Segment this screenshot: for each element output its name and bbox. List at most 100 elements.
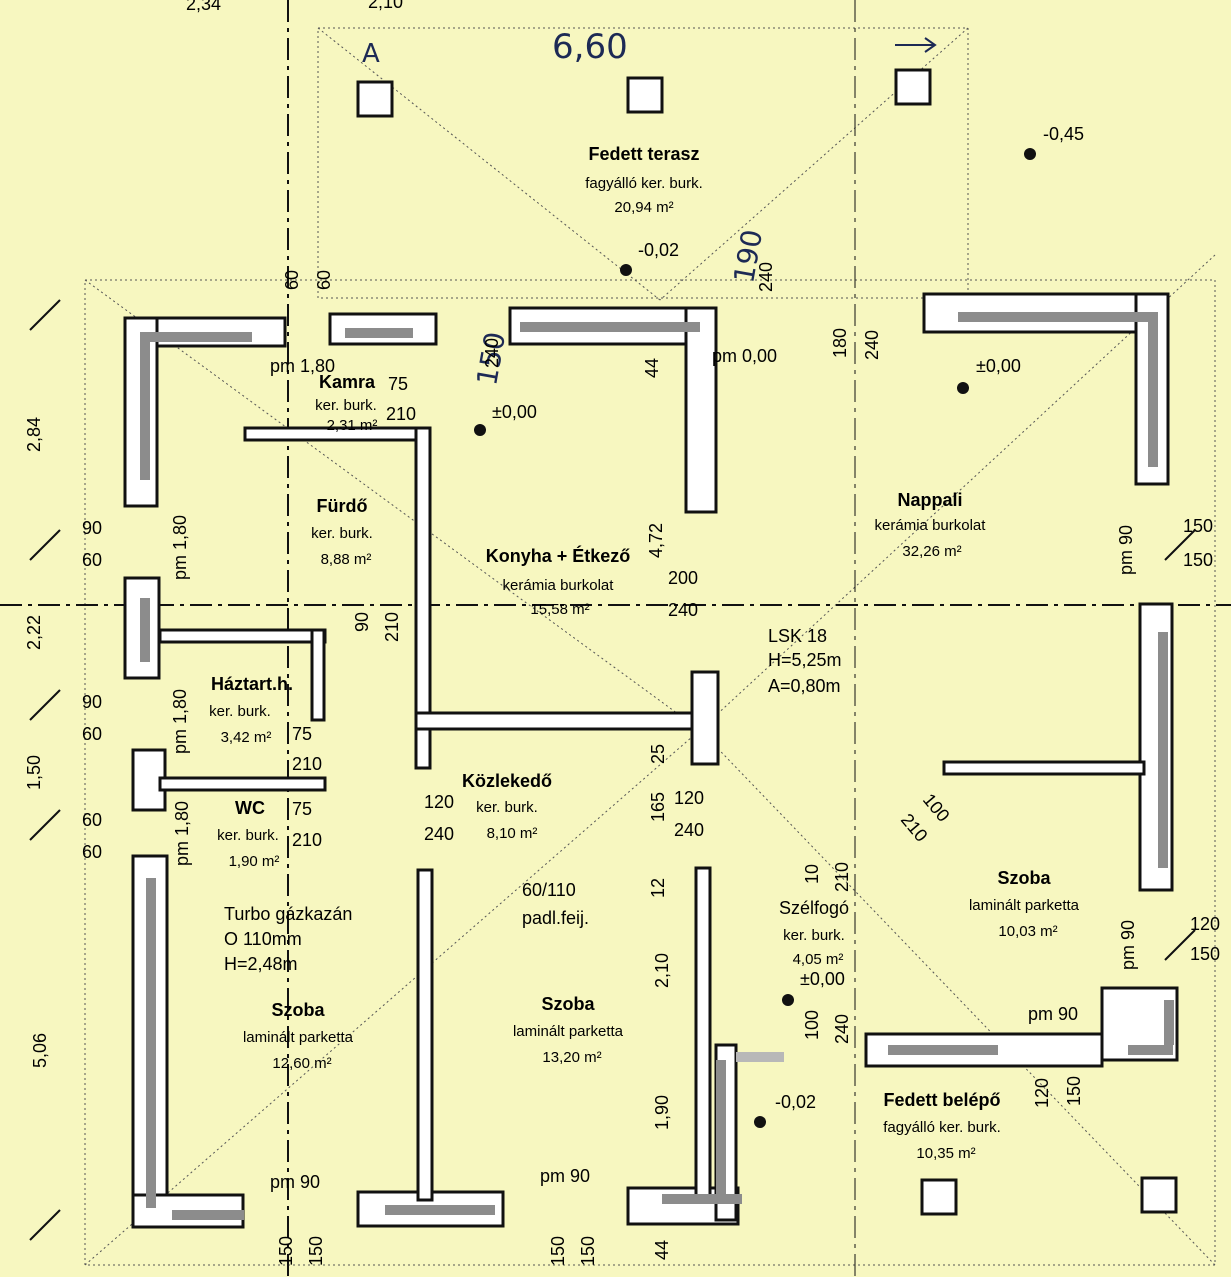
- level-markers: -0,45 -0,02 ±0,00 ±0,00 ±0,00 -0,02 pm 0…: [270, 124, 1084, 1128]
- svg-text:kerámia burkolat: kerámia burkolat: [503, 577, 615, 594]
- svg-text:120: 120: [1190, 914, 1220, 934]
- svg-text:laminált parketta: laminált parketta: [243, 1029, 354, 1046]
- svg-text:Nappali: Nappali: [897, 490, 962, 510]
- svg-text:120: 120: [1032, 1078, 1052, 1108]
- svg-text:90: 90: [82, 518, 102, 538]
- svg-text:2,84: 2,84: [24, 417, 44, 452]
- room-wc: WC ker. burk. 1,90 m²: [217, 798, 279, 870]
- room-haztart: Háztart.h. ker. burk. 3,42 m²: [209, 674, 293, 746]
- svg-text:75: 75: [388, 374, 408, 394]
- svg-text:25: 25: [648, 744, 668, 764]
- svg-text:100: 100: [802, 1010, 822, 1040]
- room-kozlekedo: Közlekedő ker. burk. 8,10 m²: [462, 771, 552, 842]
- room-szoba3: Szoba laminált parketta 10,03 m²: [969, 868, 1080, 940]
- room-belepo: Fedett belépő fagyálló ker. burk. 10,35 …: [883, 1090, 1001, 1162]
- svg-text:4,72: 4,72: [646, 523, 666, 558]
- svg-text:Szoba: Szoba: [271, 1000, 325, 1020]
- level-000-konyha: ±0,00: [492, 402, 537, 422]
- svg-text:150: 150: [1190, 944, 1220, 964]
- svg-text:8,10 m²: 8,10 m²: [487, 825, 538, 842]
- svg-text:165: 165: [648, 792, 668, 822]
- svg-text:1,90 m²: 1,90 m²: [229, 853, 280, 870]
- svg-text:pm 90: pm 90: [1028, 1004, 1078, 1024]
- note-turbo1: Turbo gázkazán: [224, 904, 352, 924]
- room-szoba2: Szoba laminált parketta 13,20 m²: [513, 994, 624, 1066]
- svg-text:Szoba: Szoba: [997, 868, 1051, 888]
- level-000-szelfogo: ±0,00: [800, 969, 845, 989]
- svg-text:44: 44: [652, 1240, 672, 1260]
- svg-text:Fürdő: Fürdő: [317, 496, 368, 516]
- room-terasz: Fedett terasz fagyálló ker. burk. 20,94 …: [585, 144, 703, 216]
- room-labels: Fedett terasz fagyálló ker. burk. 20,94 …: [209, 144, 1080, 1162]
- svg-text:Háztart.h.: Háztart.h.: [211, 674, 293, 694]
- svg-text:240: 240: [424, 824, 454, 844]
- svg-text:60: 60: [82, 724, 102, 744]
- room-furdo: Fürdő ker. burk. 8,88 m²: [311, 496, 373, 568]
- svg-text:2,10: 2,10: [652, 953, 672, 988]
- note-lsk3: A=0,80m: [768, 676, 841, 696]
- svg-text:laminált parketta: laminált parketta: [513, 1023, 624, 1040]
- note-lsk1: LSK 18: [768, 626, 827, 646]
- svg-text:120: 120: [674, 788, 704, 808]
- svg-text:Közlekedő: Közlekedő: [462, 771, 552, 791]
- svg-text:ker. burk.: ker. burk.: [783, 927, 845, 944]
- svg-text:3,42 m²: 3,42 m²: [221, 729, 272, 746]
- svg-text:100: 100: [919, 790, 954, 826]
- svg-text:210: 210: [832, 862, 852, 892]
- svg-text:10,03 m²: 10,03 m²: [998, 923, 1057, 940]
- svg-text:20,94 m²: 20,94 m²: [614, 199, 673, 216]
- svg-text:Szélfogó: Szélfogó: [779, 898, 849, 918]
- svg-text:210: 210: [292, 754, 322, 774]
- svg-text:75: 75: [292, 799, 312, 819]
- svg-text:pm 90: pm 90: [270, 1172, 320, 1192]
- svg-text:150: 150: [306, 1236, 326, 1266]
- svg-text:210: 210: [382, 612, 402, 642]
- svg-text:210: 210: [292, 830, 322, 850]
- note-padl1: 60/110: [522, 880, 576, 900]
- notes: LSK 18 H=5,25m A=0,80m Turbo gázkazán O …: [224, 626, 842, 974]
- svg-text:240: 240: [668, 600, 698, 620]
- room-konyha: Konyha + Étkező kerámia burkolat 15,58 m…: [486, 545, 631, 618]
- svg-text:150: 150: [1183, 550, 1213, 570]
- svg-text:150: 150: [578, 1236, 598, 1266]
- room-kamra: Kamra ker. burk. 2,31 m²: [315, 372, 377, 434]
- note-padl2: padl.feij.: [522, 908, 589, 928]
- level-002: -0,02: [638, 240, 679, 260]
- svg-text:60: 60: [82, 842, 102, 862]
- svg-text:WC: WC: [235, 798, 265, 818]
- level-000-nappali: ±0,00: [976, 356, 1021, 376]
- svg-text:150: 150: [1064, 1076, 1084, 1106]
- svg-text:pm 90: pm 90: [540, 1166, 590, 1186]
- svg-text:ker. burk.: ker. burk.: [476, 799, 538, 816]
- room-nappali: Nappali kerámia burkolat 32,26 m²: [875, 490, 987, 560]
- svg-text:240: 240: [832, 1014, 852, 1044]
- svg-text:4,05 m²: 4,05 m²: [793, 951, 844, 968]
- svg-text:ker. burk.: ker. burk.: [315, 397, 377, 414]
- svg-text:12,60 m²: 12,60 m²: [272, 1055, 331, 1072]
- note-turbo2: O 110mm: [224, 929, 302, 949]
- svg-text:pm 90: pm 90: [1116, 525, 1136, 575]
- svg-text:150: 150: [276, 1236, 296, 1266]
- svg-text:150: 150: [1183, 516, 1213, 536]
- svg-text:pm 1,80: pm 1,80: [170, 515, 190, 580]
- hand-width: 6,60: [552, 27, 628, 67]
- svg-text:8,88 m²: 8,88 m²: [321, 551, 372, 568]
- level-pm000: pm 0,00: [712, 346, 777, 366]
- svg-text:240: 240: [674, 820, 704, 840]
- svg-text:pm 90: pm 90: [1118, 920, 1138, 970]
- svg-text:240: 240: [756, 262, 776, 292]
- svg-text:210: 210: [386, 404, 416, 424]
- hand-a-arrow: A: [362, 39, 380, 69]
- svg-text:120: 120: [424, 792, 454, 812]
- svg-text:60: 60: [282, 270, 302, 290]
- svg-text:Fedett terasz: Fedett terasz: [588, 144, 699, 164]
- svg-text:Kamra: Kamra: [319, 372, 376, 392]
- level-045: -0,45: [1043, 124, 1084, 144]
- svg-text:10: 10: [802, 864, 822, 884]
- level-pm180: pm 1,80: [270, 356, 335, 376]
- svg-text:pm 1,80: pm 1,80: [172, 801, 192, 866]
- svg-text:2,22: 2,22: [24, 615, 44, 650]
- svg-text:2,10: 2,10: [368, 0, 403, 12]
- svg-text:pm 1,80: pm 1,80: [170, 689, 190, 754]
- room-szelfogo: Szélfogó ker. burk. 4,05 m²: [779, 898, 849, 968]
